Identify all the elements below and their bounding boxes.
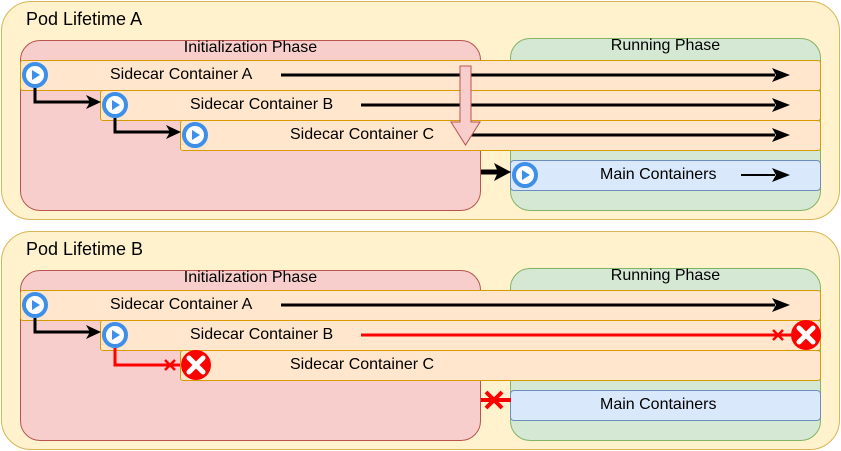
lifeline-a-a [281,68,790,82]
play-icon [22,62,48,88]
pod-title-a: Pod Lifetime A [26,9,143,29]
sidecar-label: Sidecar Container B [190,326,334,343]
main-label: Main Containers [600,396,717,413]
play-icon [102,92,128,118]
pod-title-b: Pod Lifetime B [26,239,144,259]
sidecar-row-b-c: Sidecar Container C [180,350,821,381]
lifeline-b-a [281,298,790,312]
init-complete-down-arrow [450,65,481,146]
init-phase-label-b: Initialization Phase [183,269,318,286]
lifeline-b-b-failed [361,329,792,341]
main-containers-b: Main Containers [510,390,821,421]
running-phase-label-a: Running Phase [610,37,721,54]
play-icon [512,162,538,188]
start-arrow-a-main [481,163,511,181]
main-label: Main Containers [600,166,717,183]
sidecar-label: Sidecar Container A [110,296,253,313]
play-icon [22,292,48,318]
init-phase-label-a: Initialization Phase [183,39,318,56]
play-icon [182,122,208,148]
start-arrow-a-c [113,118,181,139]
sidecar-label: Sidecar Container A [110,66,253,83]
error-icon [791,320,821,350]
start-arrow-a-b [33,88,101,109]
sidecar-label: Sidecar Container C [290,356,435,373]
lifeline-a-c [470,128,790,142]
start-arrow-b-b [33,318,101,339]
lifeline-a-main [741,168,790,182]
play-icon [102,322,128,348]
sidecar-label: Sidecar Container C [290,126,435,143]
error-icon [181,350,211,380]
lifeline-a-b [361,98,790,112]
start-arrow-b-c-failed [113,348,180,371]
sidecar-label: Sidecar Container B [190,96,334,113]
main-containers-a: Main Containers [510,160,821,191]
start-arrow-b-main-blocked [481,390,511,410]
running-phase-label-b: Running Phase [610,267,721,284]
